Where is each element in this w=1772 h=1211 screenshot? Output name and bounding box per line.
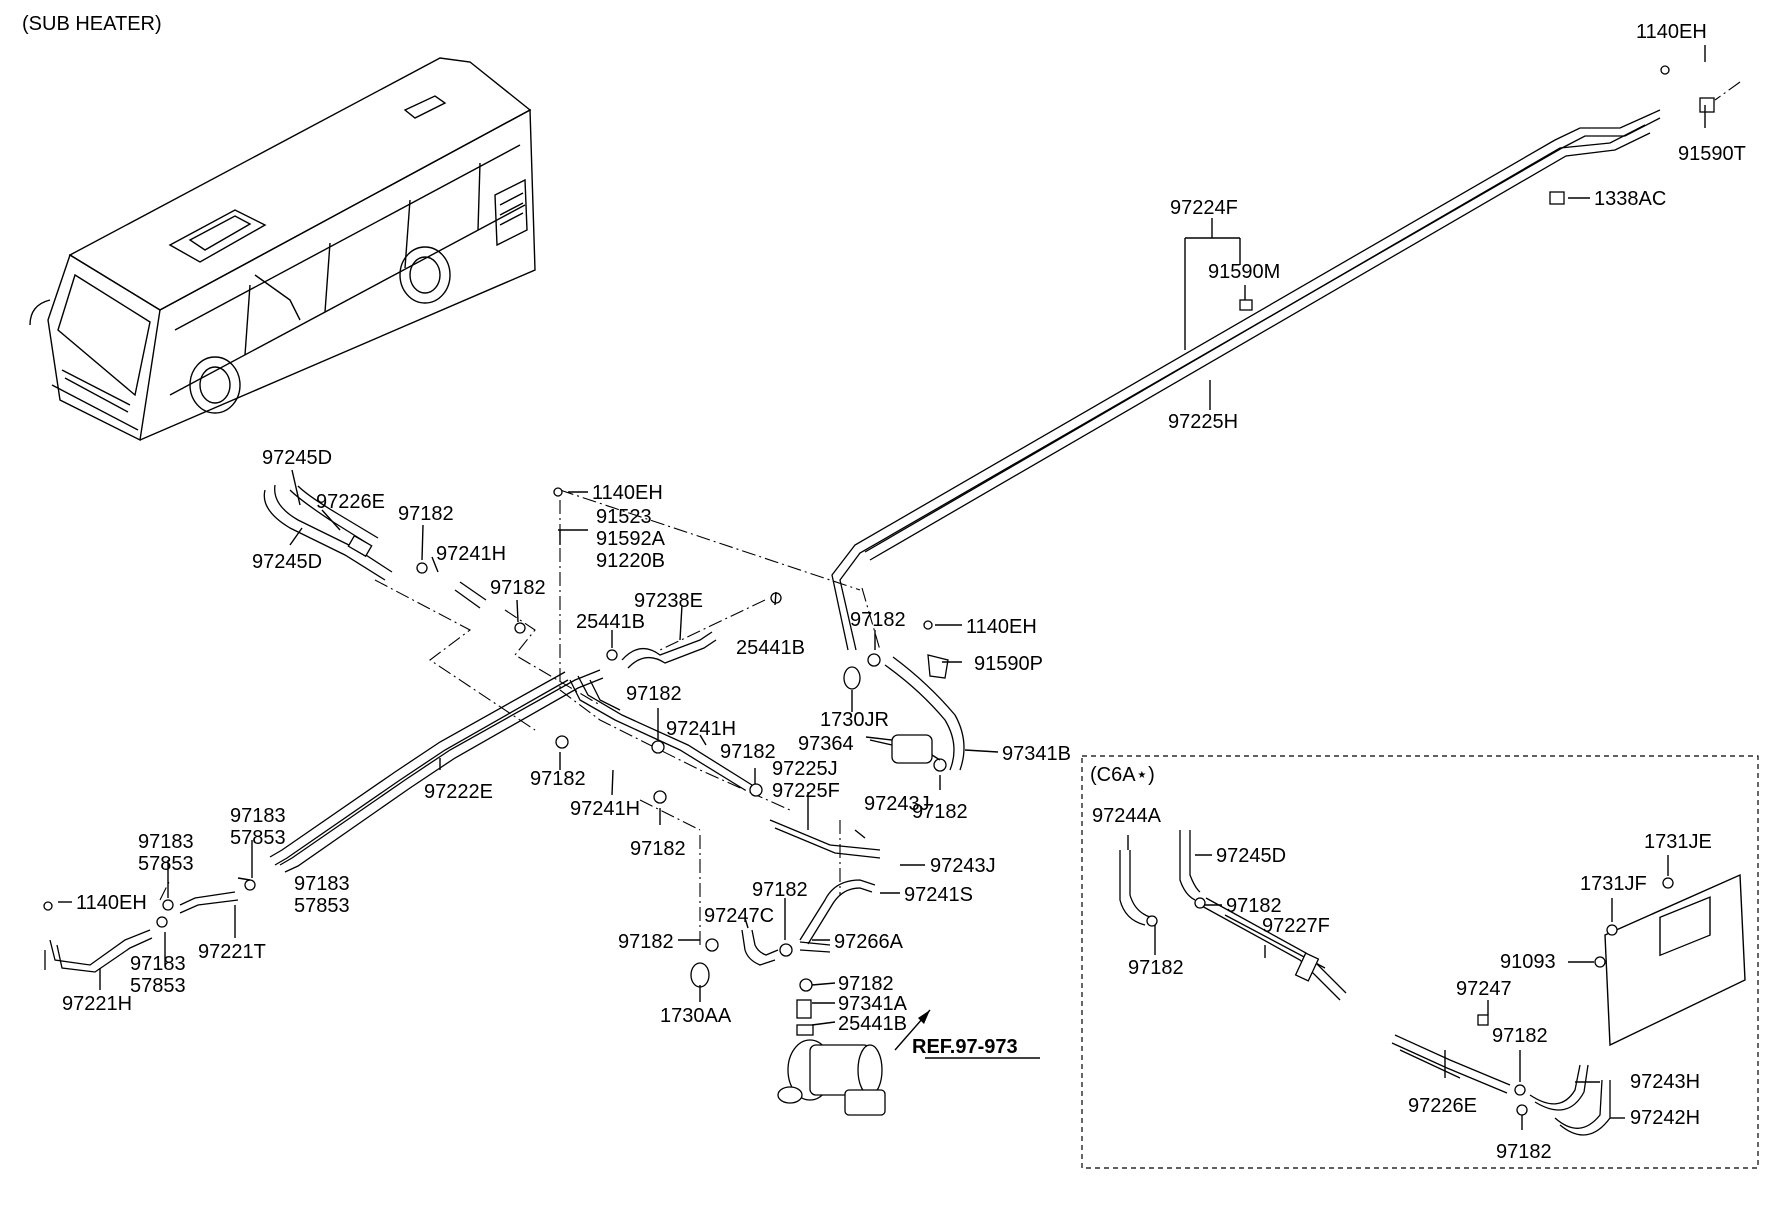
label-97183-a: 97183 (230, 805, 286, 827)
label-97244a: 97244A (1092, 805, 1162, 827)
label-97182-b: 97182 (490, 577, 546, 599)
label-97243j-a: 97243J (864, 793, 930, 815)
label-1140eh-mid: 1140EH (592, 482, 663, 504)
label-97182-e: 97182 (626, 683, 682, 705)
label-91590p: 91590P (974, 653, 1043, 675)
label-97226e: 97226E (316, 491, 385, 513)
label-97182-g: 97182 (530, 768, 586, 790)
bus-illustration (29, 57, 536, 442)
label-97182-k: 97182 (838, 973, 894, 995)
label-97247c: 97247C (704, 905, 774, 927)
label-91592a: 91592A (596, 528, 666, 550)
label-97364: 97364 (798, 733, 854, 755)
label-91590t: 91590T (1678, 143, 1746, 165)
label-1731je: 1731JE (1644, 831, 1712, 853)
label-57853-d: 57853 (130, 975, 186, 997)
label-97241h-b: 97241H (666, 718, 736, 740)
label-97243j-b: 97243J (930, 855, 996, 877)
label-57853-b: 57853 (138, 853, 194, 875)
label-97241h-c: 97241H (570, 798, 640, 820)
label-97183-d: 97183 (130, 953, 186, 975)
label-97182-j: 97182 (752, 879, 808, 901)
label-1730aa: 1730AA (660, 1005, 732, 1027)
label-97226e-b: 97226E (1408, 1095, 1477, 1117)
label-97221t: 97221T (198, 941, 266, 963)
label-97182-h: 97182 (630, 838, 686, 860)
label-1338ac: 1338AC (1594, 188, 1666, 210)
label-97221h: 97221H (62, 993, 132, 1015)
label-91220b: 91220B (596, 550, 665, 572)
label-97182-a: 97182 (398, 503, 454, 525)
label-97182-d: 97182 (912, 801, 968, 823)
label-97182-l: 97182 (1226, 895, 1282, 917)
label-1730jr: 1730JR (820, 709, 889, 731)
label-97245d-b: 97245D (252, 551, 322, 573)
label-57853-c: 57853 (294, 895, 350, 917)
clamps (43, 65, 1715, 992)
label-97247: 97247 (1456, 978, 1512, 1000)
heater-unit (777, 1009, 1040, 1116)
label-91590m: 91590M (1208, 261, 1280, 283)
label-97341a: 97341A (838, 993, 908, 1015)
label-97341b: 97341B (1002, 743, 1071, 765)
label-1140eh-l: 1140EH (76, 892, 147, 914)
hoses-upper-left (263, 484, 526, 634)
hoses-bottom (741, 879, 876, 1036)
label-97245d-c: 97245D (1216, 845, 1286, 867)
label-25441b-b: 25441B (736, 637, 805, 659)
label-91093: 91093 (1500, 951, 1556, 973)
label-25441b-c: 25441B (838, 1013, 907, 1035)
hose-97238e (606, 592, 782, 669)
main-pipes (269, 109, 1661, 873)
label-97227f: 97227F (1262, 915, 1330, 937)
label-97182-n: 97182 (1492, 1025, 1548, 1047)
label-97266a: 97266A (834, 931, 904, 953)
label-97182-f: 97182 (720, 741, 776, 763)
label-97225f: 97225F (772, 780, 840, 802)
label-91523: 91523 (596, 506, 652, 528)
label-1140eh-top: 1140EH (1636, 21, 1707, 43)
reference-label: REF.97-973 (912, 1036, 1018, 1058)
c6a-inset-box (1081, 755, 1759, 1169)
label-97245d-a: 97245D (262, 447, 332, 469)
label-1731jf: 1731JF (1580, 873, 1647, 895)
label-97238e: 97238E (634, 590, 703, 612)
label-1140eh-r: 1140EH (966, 616, 1037, 638)
inset-title: (C6A⋆) (1090, 764, 1155, 786)
label-97182-o: 97182 (1496, 1141, 1552, 1163)
label-97182-i: 97182 (618, 931, 674, 953)
label-97242h: 97242H (1630, 1107, 1700, 1129)
label-97225j: 97225J (772, 758, 838, 780)
fuel-pump (869, 734, 941, 764)
label-97222e: 97222E (424, 781, 493, 803)
label-97183-b: 97183 (138, 831, 194, 853)
label-97225h: 97225H (1168, 411, 1238, 433)
label-97224f: 97224F (1170, 197, 1238, 219)
label-57853-a: 57853 (230, 827, 286, 849)
label-97241h-a: 97241H (436, 543, 506, 565)
label-25441b-a: 25441B (576, 611, 645, 633)
label-97182-c: 97182 (850, 609, 906, 631)
label-97243h: 97243H (1630, 1071, 1700, 1093)
label-97183-c: 97183 (294, 873, 350, 895)
c6a-inset (1119, 830, 1746, 1136)
hoses-lower-left (44, 879, 256, 973)
diagram-title: (SUB HEATER) (22, 13, 162, 35)
label-97241s: 97241S (904, 884, 973, 906)
leader-lines (58, 45, 1706, 1130)
label-97182-m: 97182 (1128, 957, 1184, 979)
part-labels: 1140EH 91590T 1338AC 97224F 91590M 97225… (62, 21, 1746, 1163)
